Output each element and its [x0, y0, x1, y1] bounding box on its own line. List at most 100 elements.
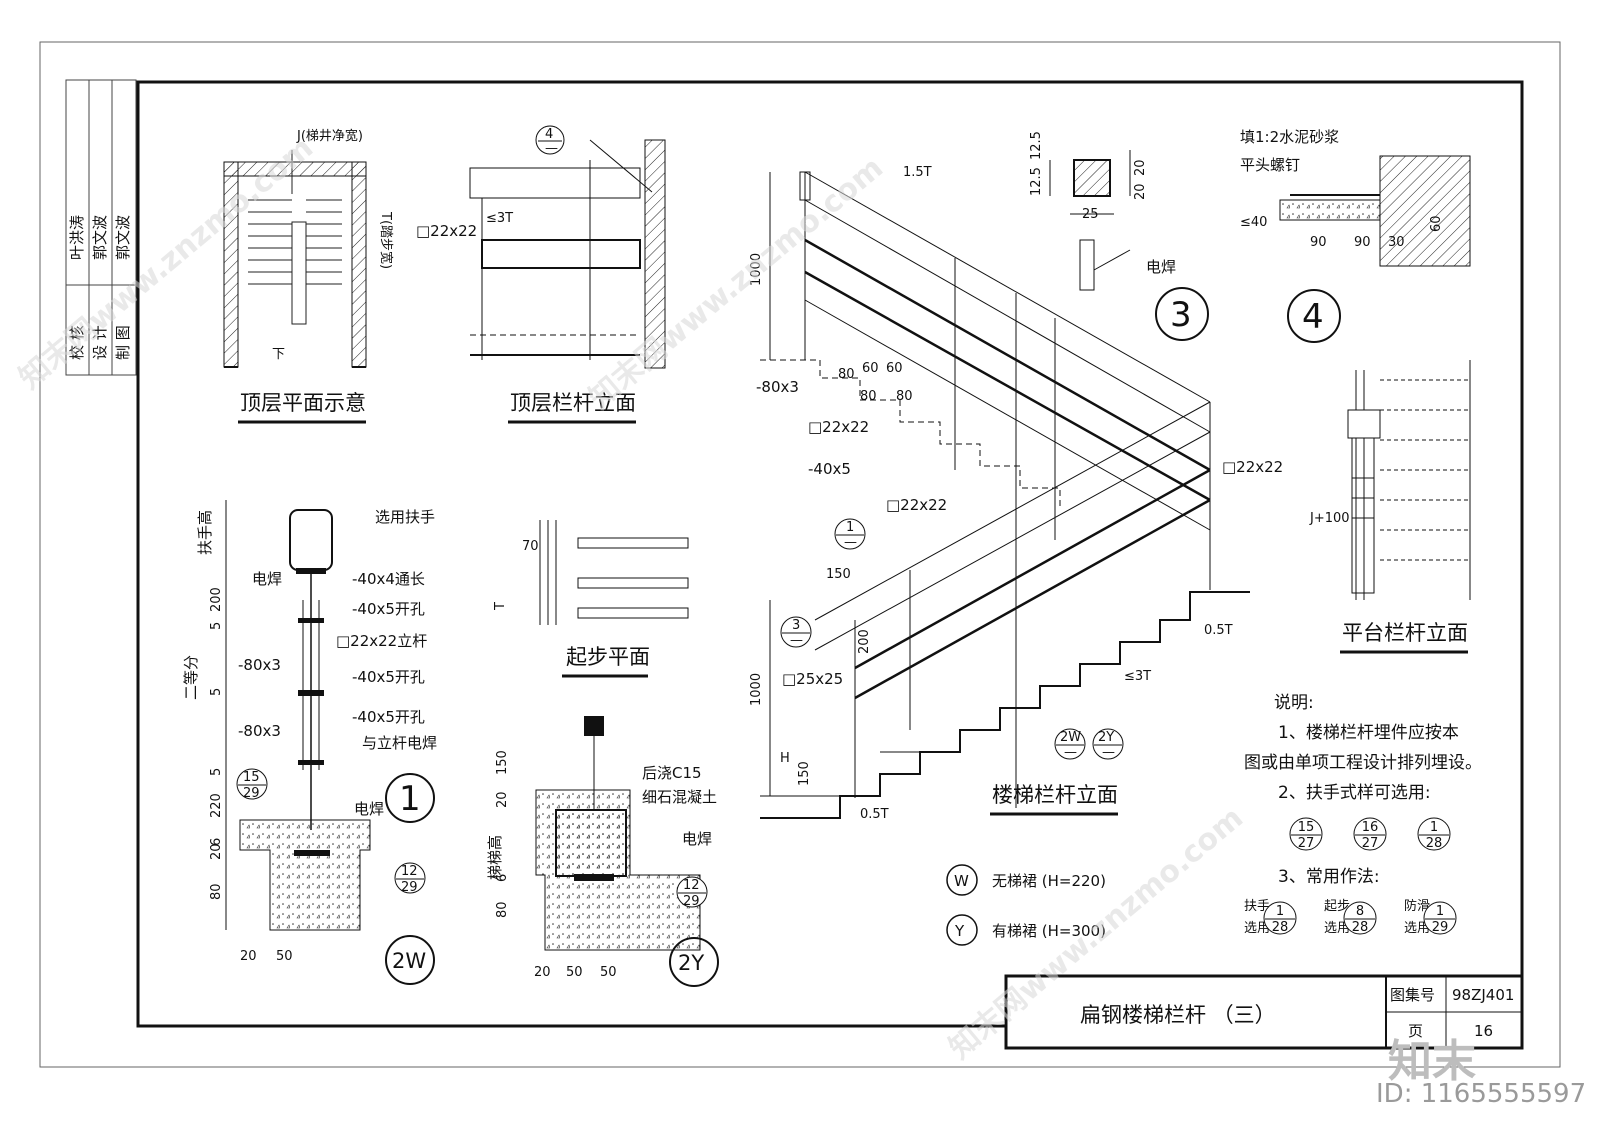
- dim-150b: 150: [797, 761, 812, 786]
- top-plan-view: J(梯井净宽) T(踏步宽) 下 顶层平面示意: [223, 128, 394, 424]
- ref2w-bot: —: [1064, 745, 1077, 760]
- name-design: 郭文波: [91, 215, 109, 260]
- dim-1000b: 1000: [749, 673, 764, 706]
- d1-ref29b: 29: [401, 880, 418, 895]
- bar-25: □25x25: [782, 670, 843, 688]
- top-rail-title: 顶层栏杆立面: [510, 391, 636, 415]
- j-label: J(梯井净宽): [296, 128, 363, 144]
- d1-post: □22x22立杆: [336, 632, 427, 650]
- detail-3: 12.5 12.5 20 20 25 电焊 3: [1029, 131, 1209, 341]
- d2y-stair-h: 梯梯高: [486, 835, 504, 880]
- d2y-weld: 电焊: [682, 830, 712, 848]
- top-rail-ref-bot: —: [545, 141, 558, 156]
- d2y-num: 2Y: [678, 951, 704, 975]
- start-plan-title: 起步平面: [566, 645, 650, 669]
- t-label: T(踏步宽): [378, 211, 394, 269]
- role-check: 校 核: [68, 325, 86, 360]
- platform-rail-elevation: J+100 平台栏杆立面: [1309, 360, 1471, 654]
- name-check: 叶洪涛: [68, 215, 86, 260]
- note-ref2-circle: [1353, 817, 1387, 851]
- d2y-concrete: 细石混凝土: [642, 788, 717, 806]
- d2y-150: 150: [495, 750, 510, 775]
- notes-n2: 2、扶手式样可选用:: [1278, 783, 1431, 803]
- d1-weld2: 电焊: [354, 800, 384, 818]
- signature-block: 校 核 设 计 制 图 叶洪涛 郭文波 郭文波: [65, 79, 137, 376]
- notes-slip-b: 选用: [1404, 921, 1430, 936]
- d2y-50b: 50: [600, 965, 617, 980]
- legend-w-text: 无梯裙 (H=220): [992, 872, 1106, 890]
- platform-title: 平台栏杆立面: [1342, 621, 1468, 645]
- d4-screw: 平头螺钉: [1240, 156, 1300, 174]
- dim-200: 200: [857, 629, 872, 654]
- d1-5a: 5: [209, 622, 224, 630]
- d1-ref15: 15: [243, 770, 260, 785]
- d3-20a: 20: [1133, 159, 1148, 176]
- top-rail-ref-top: 4: [545, 127, 553, 142]
- dim-80b: 80: [860, 389, 877, 404]
- d4-num: 4: [1302, 297, 1324, 337]
- note-ref3-top: 1: [1276, 904, 1284, 919]
- stair-rail-elevation: 1000 1.5T 80 60 60 80 80 -80x3 □22x22 -4…: [749, 165, 1283, 822]
- dim-h: H: [780, 751, 790, 766]
- d1-weld: 电焊: [252, 570, 282, 588]
- d1-ref12: 12: [401, 864, 418, 879]
- note-ref3-circle: [1263, 901, 1297, 935]
- d1-f40x5c: -40x5开孔: [352, 708, 425, 726]
- notes-slip-a: 防滑: [1404, 898, 1430, 914]
- ref1-bot: —: [844, 535, 857, 550]
- watermark-id: ID: 1165555597: [1376, 1079, 1586, 1109]
- d3-20b: 20: [1133, 183, 1148, 200]
- top-rail-spacing: ≤3T: [486, 211, 513, 226]
- note-ref2-circle: [1289, 817, 1323, 851]
- d1-20b: 20: [240, 949, 257, 964]
- note-ref2-bottom: 27: [1298, 836, 1315, 851]
- legend-y-symbol: Y: [954, 922, 965, 940]
- ref2y-top: 2Y: [1098, 730, 1114, 745]
- note-ref2-top: 15: [1298, 820, 1315, 835]
- top-rail-elevation: 4 — □22x22 ≤3T 顶层栏杆立面: [416, 125, 666, 424]
- d2w-num: 2W: [392, 949, 426, 973]
- note-ref2-circle: [1417, 817, 1451, 851]
- d2y-50a: 50: [566, 965, 583, 980]
- d4-90a: 90: [1310, 235, 1327, 250]
- d3-25: 25: [1082, 207, 1099, 222]
- notes-start-b: 选用: [1324, 921, 1350, 936]
- notes-n1a: 1、楼梯栏杆埋件应按本: [1278, 723, 1459, 743]
- dim-80: 80: [838, 367, 855, 382]
- d1-20: 20: [209, 843, 224, 860]
- d1-200: 200: [209, 587, 224, 612]
- outer-frame: [39, 41, 1561, 1068]
- note-ref3-bottom: 29: [1432, 920, 1449, 935]
- note-ref3-circle: [1343, 901, 1377, 935]
- d1-80: 80: [209, 883, 224, 900]
- d2y-6: 6: [495, 874, 510, 882]
- note-ref3-bottom: 28: [1272, 920, 1289, 935]
- d1-f80x3a: -80x3: [238, 656, 281, 674]
- ref3-top: 3: [792, 618, 800, 633]
- d1-f80x3b: -80x3: [238, 722, 281, 740]
- atlas-no: 98ZJ401: [1452, 986, 1514, 1004]
- note-ref2-bottom: 28: [1426, 836, 1443, 851]
- note-ref3-top: 1: [1436, 904, 1444, 919]
- dim-1000a: 1000: [749, 253, 764, 286]
- d4-fill: 填1:2水泥砂浆: [1240, 128, 1339, 146]
- platform-j: J+100: [1309, 511, 1350, 526]
- dim-80c: 80: [896, 389, 913, 404]
- bar-22a: □22x22: [808, 418, 869, 436]
- down-label: 下: [272, 347, 285, 362]
- ref1-top: 1: [846, 520, 854, 535]
- bar-22b: □22x22: [1222, 458, 1283, 476]
- note-ref2-bottom: 27: [1362, 836, 1379, 851]
- d1-num: 1: [399, 779, 421, 819]
- role-draw: 制 图: [114, 325, 132, 360]
- d3-12-5b: 12.5: [1029, 131, 1044, 160]
- dim-3t: ≤3T: [1124, 669, 1151, 684]
- notes: 说明: 1、楼梯栏杆埋件应按本 图或由单项工程设计排列埋设。 2、扶手式样可选用…: [1244, 693, 1482, 936]
- d1-ref29a: 29: [243, 786, 260, 801]
- bar-22c: □22x22: [886, 496, 947, 514]
- d1-equal: 二等分: [182, 655, 200, 700]
- flat-40x5: -40x5: [808, 460, 851, 478]
- notes-heading: 说明:: [1274, 693, 1314, 713]
- d4-40: ≤40: [1240, 215, 1267, 230]
